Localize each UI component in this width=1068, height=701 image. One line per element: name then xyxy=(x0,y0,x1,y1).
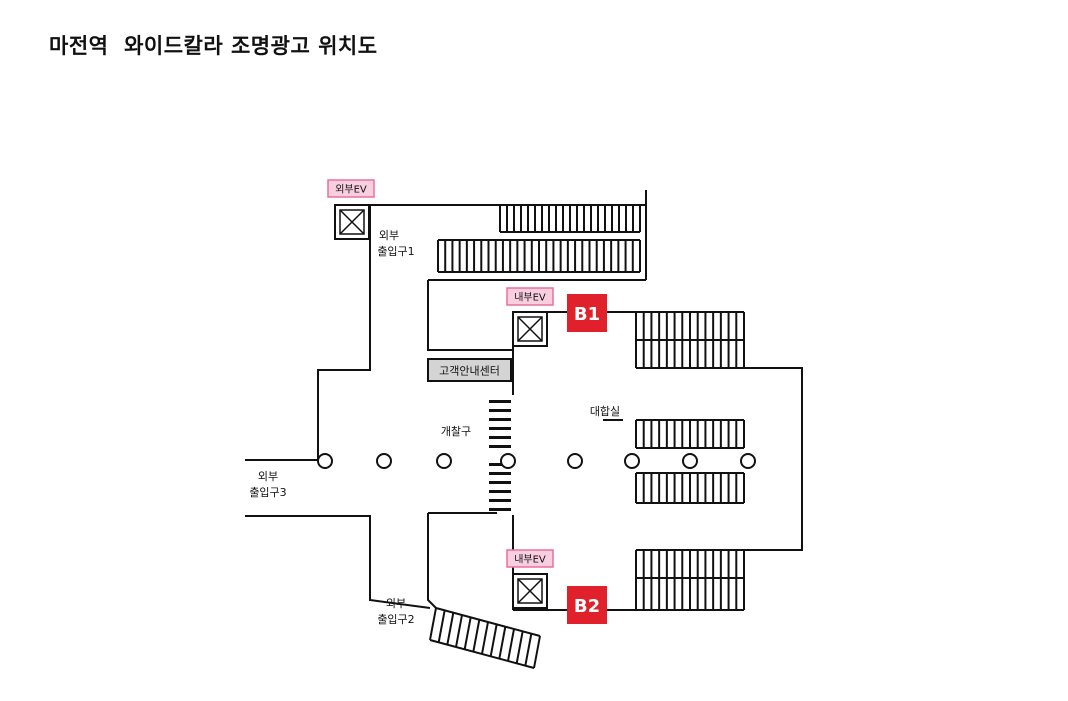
customer-center: 고객안내센터 xyxy=(427,358,512,382)
stair-concourse-upper xyxy=(635,419,745,449)
exit1-label-line1: 외부 xyxy=(379,229,399,242)
pillar xyxy=(500,453,516,469)
internal-ev-top-text: 내부EV xyxy=(514,292,546,304)
walls xyxy=(245,190,803,611)
badge-b2: B2 xyxy=(567,586,607,624)
label-external-ev: 외부EV xyxy=(327,179,375,198)
badge-b1: B1 xyxy=(567,294,607,332)
gate-bar xyxy=(489,490,511,493)
exit3-label-line1: 외부 xyxy=(258,470,278,483)
pillars xyxy=(317,453,756,469)
pillar xyxy=(317,453,333,469)
pillar xyxy=(740,453,756,469)
pillar xyxy=(567,453,583,469)
stair-b1-upper xyxy=(635,311,745,341)
external-ev-text: 외부EV xyxy=(335,184,367,196)
gate-bar xyxy=(489,508,511,511)
elevator-internal-top xyxy=(512,311,548,347)
label-internal-ev-bottom: 내부EV xyxy=(506,549,554,568)
wall-concourse-right xyxy=(740,367,803,551)
badge-b1-text: B1 xyxy=(574,304,600,325)
exit2-label-line2: 출입구2 xyxy=(377,613,414,626)
elevator-external xyxy=(334,204,370,240)
badge-b2-text: B2 xyxy=(574,596,600,617)
internal-ev-bottom-text: 내부EV xyxy=(514,554,546,566)
exit2-label-line1: 외부 xyxy=(386,597,406,610)
gate-bar xyxy=(489,400,511,403)
stair-top-lower xyxy=(437,239,641,273)
gate-bar xyxy=(489,445,511,448)
stair-b2-lower xyxy=(635,577,745,611)
stair-b1-lower xyxy=(635,339,745,369)
stair-exit2-slanted xyxy=(429,607,541,669)
gate-bar xyxy=(489,472,511,475)
ticket-gate-bars xyxy=(489,400,511,511)
wall-inner-lower xyxy=(427,513,437,609)
gate-bar xyxy=(489,499,511,502)
label-internal-ev-top: 내부EV xyxy=(506,287,554,306)
gate-bar xyxy=(489,481,511,484)
wall-inner-upper xyxy=(427,280,513,351)
gate-bar xyxy=(489,409,511,412)
stairs xyxy=(429,204,745,669)
stair-b2-upper xyxy=(635,549,745,579)
page-title: 마전역 와이드칼라 조명광고 위치도 xyxy=(49,34,378,58)
gate-bar xyxy=(489,463,511,466)
exit1-label-line2: 출입구1 xyxy=(377,245,414,258)
wall-left-upper xyxy=(245,205,371,461)
exit3-label-line2: 출입구3 xyxy=(249,486,286,499)
pillar xyxy=(624,453,640,469)
customer-center-text: 고객안내센터 xyxy=(439,365,500,378)
gate-bar xyxy=(489,436,511,439)
stair-top-upper xyxy=(499,204,641,233)
ticket-gate-label: 개찰구 xyxy=(441,425,471,438)
gate-bar xyxy=(489,427,511,430)
elevator-internal-bottom xyxy=(512,573,548,609)
pillar xyxy=(682,453,698,469)
pillar xyxy=(436,453,452,469)
concourse-label: 대합실 xyxy=(590,405,620,418)
wall-left-lower xyxy=(245,515,431,609)
pillar xyxy=(376,453,392,469)
gate-bar xyxy=(489,418,511,421)
stair-concourse-lower xyxy=(635,472,745,504)
